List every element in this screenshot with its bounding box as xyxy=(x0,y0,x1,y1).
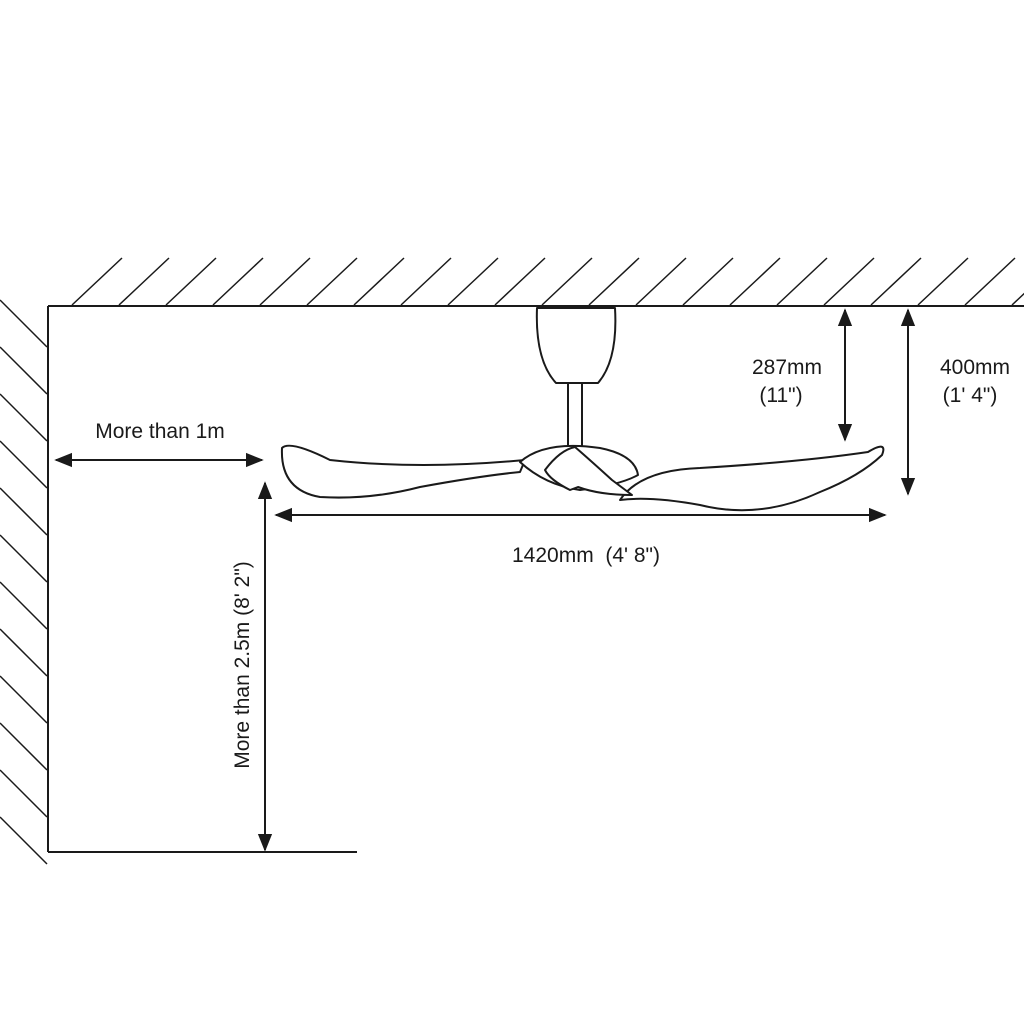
fan-downrod xyxy=(567,382,583,450)
hatch-line xyxy=(776,257,828,306)
hatch-line xyxy=(823,257,875,306)
hatch-line xyxy=(588,257,640,306)
ceiling-fan xyxy=(280,307,885,512)
fan-diameter-label: 1420mm (4' 8") xyxy=(512,544,660,567)
overall-height-mm-label: 400mm xyxy=(940,356,1010,379)
hatch-line xyxy=(212,257,264,306)
hatch-line xyxy=(71,257,123,306)
floor-clearance-dimension: More than 2.5m (8' 2") xyxy=(231,481,273,852)
hatch-line xyxy=(0,628,48,677)
hatch-line xyxy=(0,393,48,442)
floor-clearance-label: More than 2.5m (8' 2") xyxy=(231,561,254,769)
overall-height-in-label: (1' 4") xyxy=(943,384,998,407)
hatch-line xyxy=(635,257,687,306)
hatch-line xyxy=(729,257,781,306)
hatch-line xyxy=(964,257,1016,306)
hatch-line xyxy=(0,675,48,724)
fan-diameter-dimension: 1420mm (4' 8") xyxy=(274,507,887,567)
hatch-line xyxy=(0,534,48,583)
wall-hatch xyxy=(0,299,48,865)
hatch-line xyxy=(447,257,499,306)
hatch-line xyxy=(353,257,405,306)
hatch-line xyxy=(165,257,217,306)
hatch-line xyxy=(259,257,311,306)
side-clearance-dimension: More than 1m xyxy=(54,420,264,468)
ceiling xyxy=(48,257,1024,307)
hatch-line xyxy=(0,440,48,489)
hatch-line xyxy=(494,257,546,306)
hatch-line xyxy=(0,299,48,348)
hatch-line xyxy=(118,257,170,306)
hatch-line xyxy=(1011,292,1024,306)
blade-drop-dimension: 287mm (11") xyxy=(752,308,853,442)
hatch-line xyxy=(541,257,593,306)
fan-canopy xyxy=(535,307,617,384)
side-clearance-label: More than 1m xyxy=(95,420,225,443)
hatch-line xyxy=(306,257,358,306)
hatch-line xyxy=(0,346,48,395)
fan-blade-left xyxy=(280,444,526,499)
fan-blade-right xyxy=(619,445,885,512)
blade-drop-in-label: (11") xyxy=(759,384,802,407)
hatch-line xyxy=(0,581,48,630)
hatch-line xyxy=(0,722,48,771)
hatch-line xyxy=(400,257,452,306)
wall xyxy=(0,299,49,865)
overall-height-dimension: 400mm (1' 4") xyxy=(900,308,1010,496)
hatch-line xyxy=(0,816,48,865)
hatch-line xyxy=(0,769,48,818)
ceiling-hatch xyxy=(71,257,1024,306)
hatch-line xyxy=(0,487,48,536)
hatch-line xyxy=(870,257,922,306)
hatch-line xyxy=(917,257,969,306)
fan-blade-front xyxy=(544,446,633,496)
blade-drop-mm-label: 287mm xyxy=(752,356,822,379)
hatch-line xyxy=(682,257,734,306)
